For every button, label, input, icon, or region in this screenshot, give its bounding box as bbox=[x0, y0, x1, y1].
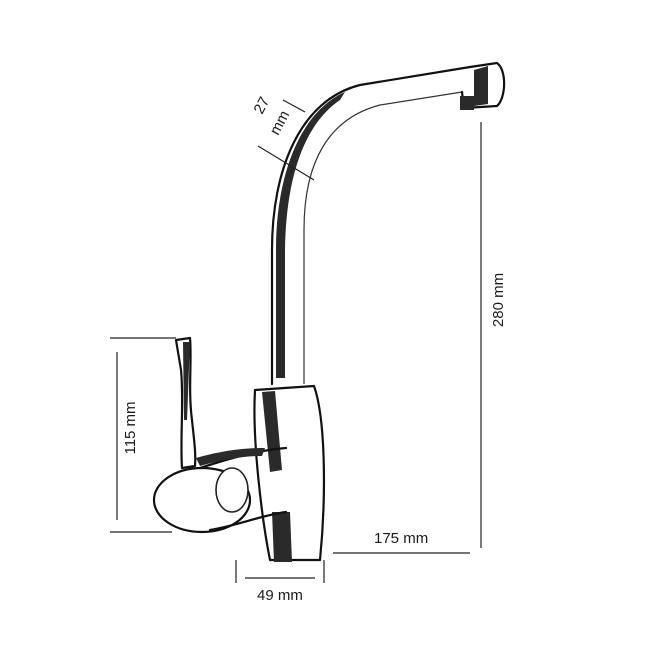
cartridge-front bbox=[215, 467, 249, 513]
pipe-diameter-value: 27 bbox=[251, 94, 274, 117]
spout-inner-edge bbox=[303, 91, 463, 384]
spout-shadow bbox=[276, 92, 345, 378]
lever bbox=[174, 336, 197, 470]
spout-outer-edge bbox=[270, 65, 472, 386]
base-shadow bbox=[272, 512, 292, 562]
lever-height-dimension: 115 mm bbox=[110, 337, 176, 533]
lever-height-label: 115 mm bbox=[122, 401, 139, 454]
base-width-dimension: 49 mm bbox=[235, 560, 325, 604]
height-dimension: 280 mm bbox=[480, 122, 507, 548]
reach-label: 175 mm bbox=[374, 530, 428, 547]
height-label: 280 mm bbox=[490, 273, 507, 327]
spout-head bbox=[460, 61, 506, 110]
lever-shadow bbox=[183, 342, 190, 420]
pipe-diameter-unit: mm bbox=[267, 108, 294, 138]
faucet-drawing bbox=[152, 61, 506, 562]
aerator-shadow bbox=[474, 66, 488, 106]
base-width-label: 49 mm bbox=[257, 587, 303, 604]
aerator-tip bbox=[460, 96, 474, 110]
reach-dimension: 175 mm bbox=[333, 530, 470, 554]
body-shadow bbox=[262, 391, 282, 472]
pipe-diameter-tick-top bbox=[282, 99, 306, 113]
pipe-diameter-tick-bottom bbox=[257, 145, 315, 181]
faucet-body bbox=[253, 384, 326, 562]
cartridge-shadow bbox=[196, 448, 265, 466]
